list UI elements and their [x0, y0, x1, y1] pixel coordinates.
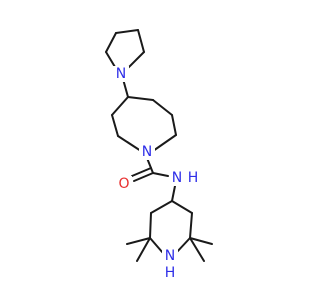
atom-h-amide: H: [188, 170, 199, 186]
bond-aze-6: [111, 114, 119, 137]
bond-pip-5: [189, 212, 193, 239]
bond-pip-2: [149, 212, 152, 239]
bond-pyr-4: [137, 29, 145, 53]
atom-o-carbonyl: O: [118, 176, 129, 192]
bond-nh-ch: [171, 185, 176, 202]
bond-aze-3: [171, 114, 177, 136]
atom-n-piperidine: N: [165, 248, 175, 264]
bond-pip-6: [171, 200, 193, 214]
atom-n-pyrrolidine: N: [116, 66, 126, 82]
atom-labels: N N O N H N H: [113, 66, 198, 281]
bond-me-right-1: [189, 237, 213, 245]
atom-n-azepane: N: [142, 144, 152, 160]
bond-co-a: [133, 172, 154, 182]
bond-me-right-2: [189, 237, 205, 262]
bonds: [105, 29, 213, 262]
bond-pip-3: [149, 237, 164, 254]
atom-n-amide: N: [172, 170, 182, 186]
bond-pyr-2: [105, 32, 117, 53]
bond-pip-1: [150, 200, 173, 214]
bond-me-left-2: [136, 237, 151, 262]
bond-aze-7: [111, 96, 129, 116]
bond-me-left-1: [126, 237, 151, 245]
bond-pyr-3: [115, 29, 139, 34]
bond-aze-2: [152, 99, 173, 116]
bond-co-b: [131, 167, 152, 177]
atom-h-piperidine: H: [165, 265, 176, 281]
bond-aze-4: [152, 134, 177, 152]
bond-c-nh: [152, 172, 169, 177]
bond-aze-1: [127, 96, 154, 101]
bond-n-carbonyl: [146, 157, 154, 174]
bond-pip-4: [175, 237, 191, 254]
molecule-structure: N N O N H N H: [105, 29, 213, 281]
bond-aze-5: [117, 135, 142, 152]
